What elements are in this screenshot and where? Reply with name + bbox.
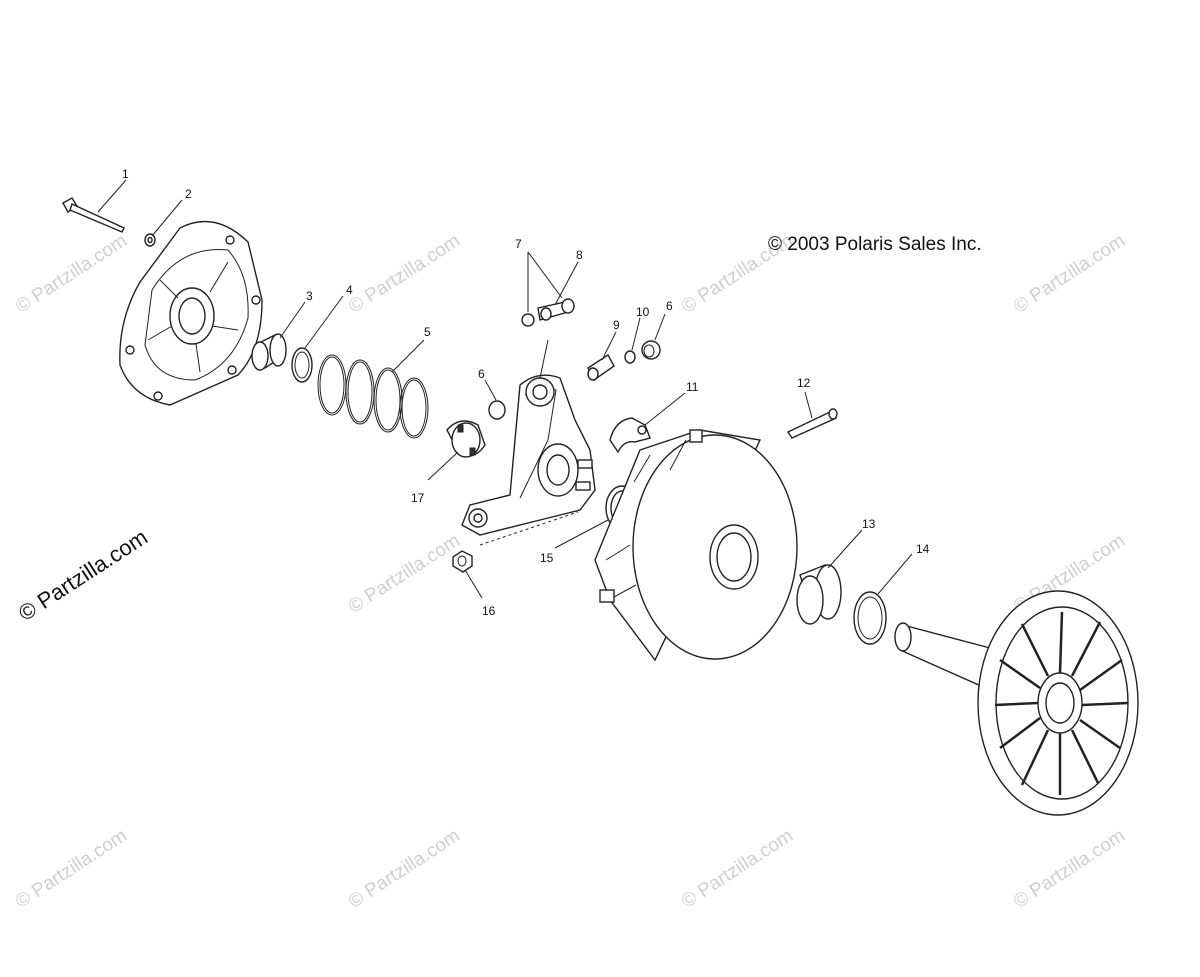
callout-17: 17 — [411, 491, 425, 505]
callout-11: 11 — [686, 380, 699, 394]
leader-lines — [97, 179, 913, 599]
callout-15: 15 — [540, 551, 554, 565]
callout-6-right: 6 — [666, 299, 673, 313]
callout-3: 3 — [306, 289, 313, 303]
part-6-roller-left — [488, 400, 506, 420]
part-8-pin — [521, 298, 575, 327]
part-6-roller-right — [641, 340, 661, 360]
part-10-washer — [624, 350, 636, 364]
part-1-bolt — [62, 197, 125, 233]
callout-6-left: 6 — [478, 367, 485, 381]
callout-7: 7 — [515, 237, 522, 251]
callout-12: 12 — [797, 376, 811, 390]
callout-8: 8 — [576, 248, 583, 262]
part-3-bushing — [251, 333, 287, 371]
fixed-sheave — [894, 590, 1139, 816]
callout-14: 14 — [916, 542, 930, 556]
part-11-weight — [609, 417, 651, 454]
copyright-notice: © 2003 Polaris Sales Inc. — [768, 234, 982, 255]
part-4-snap-ring — [291, 347, 313, 383]
part-12-pin — [786, 408, 838, 439]
callout-5: 5 — [424, 325, 431, 339]
callout-10: 10 — [636, 305, 650, 319]
part-5-spring — [317, 354, 429, 439]
part-16-nut — [452, 550, 473, 573]
part-17-spring-seat — [446, 420, 486, 458]
callout-13: 13 — [862, 517, 876, 531]
cover-plate — [119, 220, 263, 406]
part-9-pin — [587, 354, 615, 382]
moveable-sheave — [594, 429, 798, 662]
callout-9: 9 — [613, 318, 620, 332]
callout-4: 4 — [346, 283, 353, 297]
part-2-washer — [144, 233, 156, 247]
part-13-bushing — [796, 564, 842, 625]
callout-16: 16 — [482, 604, 496, 618]
part-14-ring — [853, 591, 887, 645]
callout-2: 2 — [185, 187, 192, 201]
spider-arm-assembly — [461, 374, 596, 536]
callout-labels: 1 2 3 4 5 6 6 7 8 9 10 11 12 13 14 15 16… — [122, 167, 930, 618]
callout-1: 1 — [122, 167, 129, 181]
